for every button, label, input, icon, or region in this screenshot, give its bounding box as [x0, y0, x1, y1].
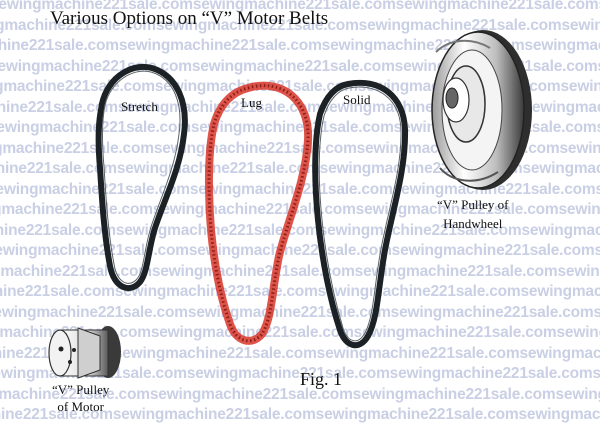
belt-label-lug: Lug — [241, 95, 262, 110]
handwheel-pulley-icon — [431, 30, 532, 190]
belt-label-stretch: Stretch — [121, 99, 158, 114]
motor-label-line2: of Motor — [57, 399, 104, 414]
handwheel-label-line1: “V” Pulley of — [437, 197, 509, 212]
lug-belt — [205, 81, 313, 345]
figure-caption: Fig. 1 — [300, 369, 343, 389]
belt-label-solid: Solid — [343, 92, 371, 107]
handwheel-label-line2: Handwheel — [443, 216, 503, 231]
handwheel-pulley-label: “V” Pulley of Handwheel — [437, 195, 508, 233]
motor-label-line1: “V” Pulley — [52, 382, 110, 397]
solid-belt — [312, 79, 409, 348]
figure-title: Various Options on “V” Motor Belts — [50, 8, 329, 29]
motor-pulley-icon — [48, 326, 121, 379]
stretch-belt — [95, 63, 188, 292]
motor-pulley-label: “V” Pulley of Motor — [52, 381, 109, 415]
